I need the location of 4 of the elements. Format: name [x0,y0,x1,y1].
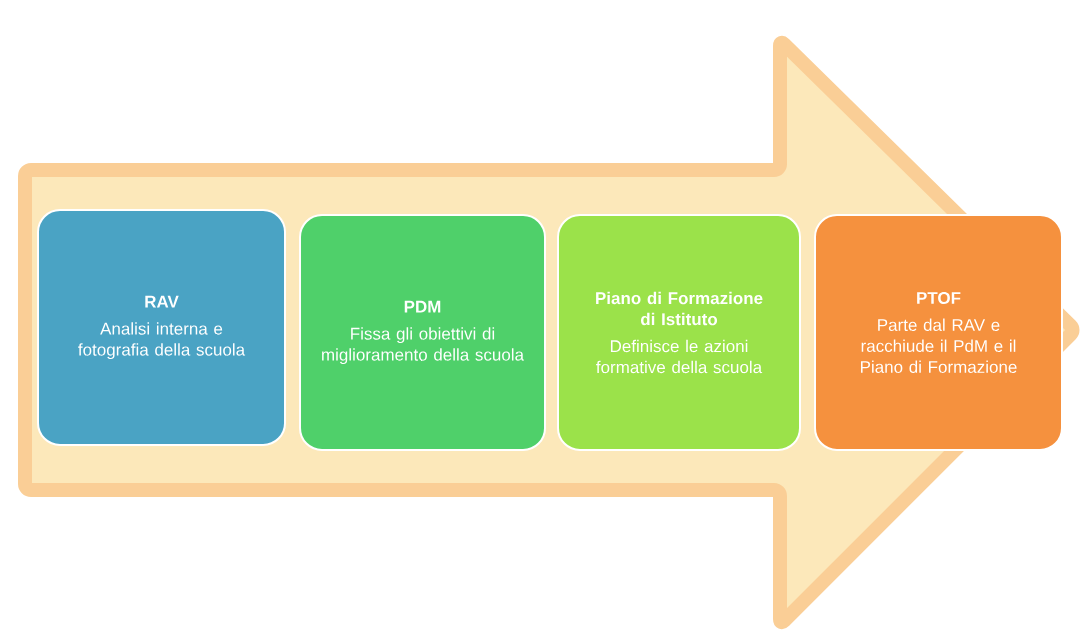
process-box: PTOF Parte dal RAV e racchiude il PdM e il Piano di Formazione [814,214,1063,451]
process-box: Piano di Formazione di Istituto Definisce le azioni formative della scuola [557,214,801,451]
process-box: PDM Fissa gli obiettivi di miglioramento della scuola [299,214,546,451]
process-box: RAV Analisi interna e fotografia della scuola [37,209,286,446]
